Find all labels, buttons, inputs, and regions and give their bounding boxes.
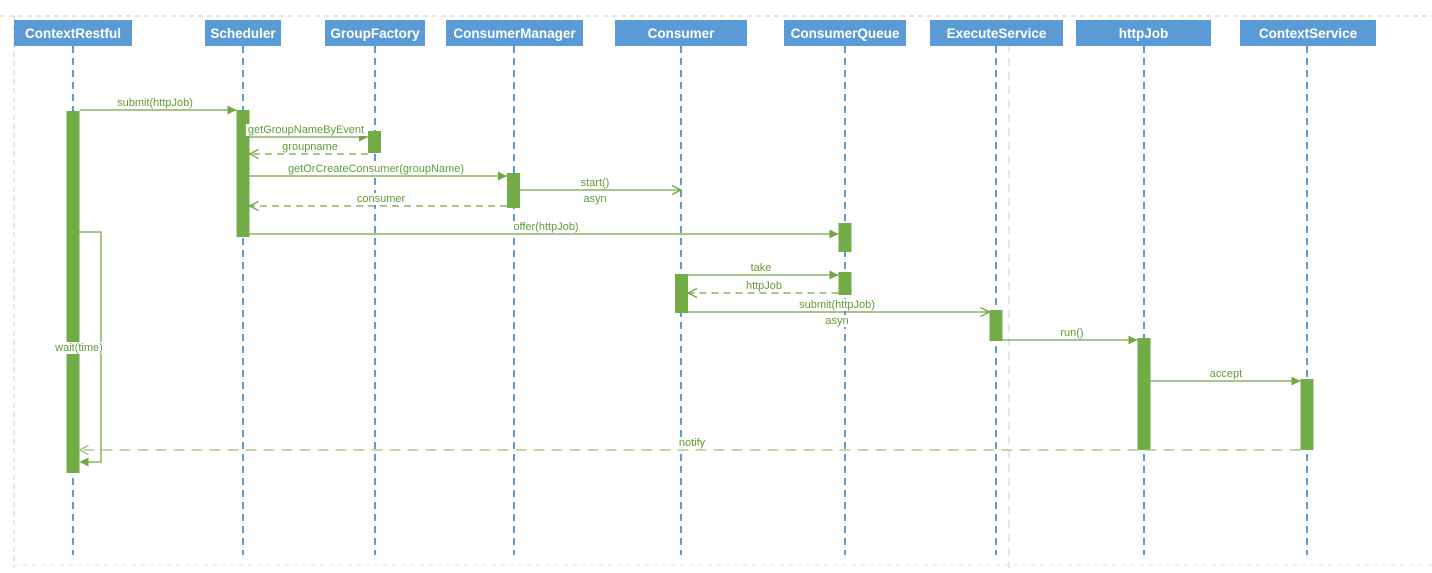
message-sublabel-asyn: asyn xyxy=(825,315,848,327)
activation-httpjob xyxy=(1137,338,1151,450)
message-label-notify: notify xyxy=(679,437,706,449)
message-label-groupname: groupname xyxy=(282,141,338,153)
activation-consumerqueue xyxy=(838,272,852,295)
participant-label-groupfactory: GroupFactory xyxy=(330,26,420,41)
message-label-start-bg xyxy=(578,177,612,189)
participant-label-consumerqueue: ConsumerQueue xyxy=(791,26,900,41)
participant-box-scheduler xyxy=(205,20,281,46)
participant-label-httpjob: httpJob xyxy=(1119,26,1169,41)
message-label-getorcreateconsumer-groupname: getOrCreateConsumer(groupName) xyxy=(288,163,464,175)
message-label-notify-bg xyxy=(676,437,708,449)
arrowhead-open-notify xyxy=(78,444,89,456)
participant-box-consumer xyxy=(615,20,747,46)
message-label-getgroupnamebyevent: getGroupNameByEvent xyxy=(248,124,364,136)
arrowhead-open-start xyxy=(671,184,683,196)
self-message-label-wait-time: wait(time) xyxy=(54,342,103,354)
message-label-take: take xyxy=(751,262,772,274)
message-label-getgroupnamebyevent-bg xyxy=(245,124,367,136)
arrowhead-filled-getorcreateconsumer-groupname xyxy=(498,171,507,181)
participant-box-consumerqueue xyxy=(784,20,906,46)
participant-label-consumer: Consumer xyxy=(648,26,716,41)
message-sublabel-asyn: asyn xyxy=(583,193,606,205)
message-label-getorcreateconsumer-groupname-bg xyxy=(285,163,467,175)
message-label-groupname-bg xyxy=(280,141,340,153)
participant-box-consumermanager xyxy=(446,20,583,46)
message-sublabel-asyn-bg xyxy=(581,193,609,205)
message-label-offer-httpjob: offer(httpJob) xyxy=(513,221,578,233)
activation-executeservice xyxy=(989,310,1003,341)
message-label-accept-bg xyxy=(1207,368,1245,380)
participant-box-executeservice xyxy=(930,20,1063,46)
message-label-accept: accept xyxy=(1210,368,1242,380)
arrowhead-filled-submit-httpjob xyxy=(227,105,237,115)
participant-box-contextservice xyxy=(1240,20,1376,46)
arrowhead-open-submit-httpjob xyxy=(980,306,991,318)
arrowhead-filled-take xyxy=(829,270,839,280)
message-label-run: run() xyxy=(1060,327,1083,339)
message-label-take-bg xyxy=(748,262,774,274)
arrowhead-open-groupname xyxy=(248,148,259,160)
arrowhead-open-consumer xyxy=(248,200,259,212)
message-label-httpjob: httpJob xyxy=(746,280,782,292)
message-label-run-bg xyxy=(1058,327,1086,339)
message-label-start: start() xyxy=(581,177,610,189)
message-sublabel-asyn-bg xyxy=(823,315,851,327)
activation-consumerqueue xyxy=(838,223,852,252)
message-label-submit-httpjob-bg xyxy=(115,97,195,109)
message-label-httpjob-bg xyxy=(743,280,785,292)
arrowhead-filled-wait-time xyxy=(79,457,89,467)
message-label-offer-httpjob-bg xyxy=(511,221,581,233)
participant-label-contextservice: ContextService xyxy=(1259,26,1358,41)
self-message-label-wait-time-bg xyxy=(52,342,105,354)
activation-consumer xyxy=(675,274,688,313)
message-label-consumer-bg xyxy=(354,193,408,205)
message-label-submit-httpjob-bg xyxy=(797,299,877,311)
activation-contextrestful xyxy=(66,111,80,473)
participant-box-httpjob xyxy=(1076,20,1211,46)
activation-groupfactory xyxy=(368,131,381,153)
participant-box-contextrestful xyxy=(14,20,132,46)
activation-consumermanager xyxy=(507,173,520,208)
arrowhead-filled-accept xyxy=(1291,376,1301,386)
participant-box-groupfactory xyxy=(325,20,425,46)
arrowhead-filled-run xyxy=(1128,335,1138,345)
activation-scheduler xyxy=(236,110,250,237)
activation-contextservice xyxy=(1300,379,1314,450)
message-label-submit-httpjob: submit(httpJob) xyxy=(799,299,875,311)
participant-label-executeservice: ExecuteService xyxy=(947,26,1047,41)
message-label-consumer: consumer xyxy=(357,193,406,205)
participant-label-scheduler: Scheduler xyxy=(210,26,276,41)
participant-label-contextrestful: ContextRestful xyxy=(25,26,121,41)
arrowhead-filled-offer-httpjob xyxy=(829,229,839,239)
arrowhead-open-httpjob xyxy=(686,287,698,299)
message-label-submit-httpjob: submit(httpJob) xyxy=(117,97,193,109)
participant-label-consumermanager: ConsumerManager xyxy=(453,26,576,41)
